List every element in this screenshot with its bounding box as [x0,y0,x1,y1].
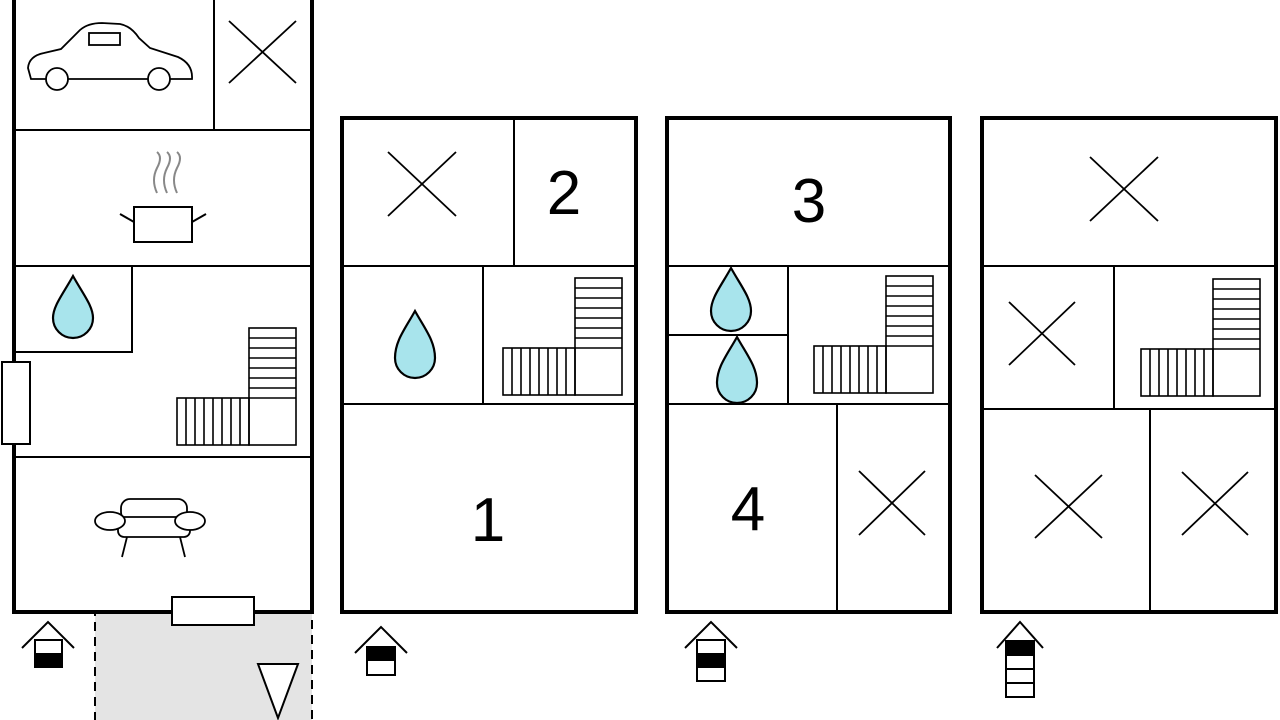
sofa-icon [94,498,206,558]
unusable-room-x-icon [1008,301,1076,366]
outer-wall [980,116,1278,614]
unusable-room-x-icon [1181,471,1249,536]
kitchen-pot-icon [119,151,207,243]
staircase-icon [1140,278,1261,397]
outer-wall [340,116,638,614]
terrace-triangle-icon [256,663,300,720]
bathroom-drop-icon [393,308,437,380]
unusable-room-x-icon [228,20,297,84]
staircase-icon [176,327,297,446]
side-door [1,361,31,445]
floor-level-house-icon [354,625,408,676]
room-number: 4 [731,475,765,544]
floor-plan-second: 3 4 [665,116,952,682]
unusable-room-x-icon [858,470,926,536]
bathroom-drop-icon [715,334,759,405]
staircase-icon [502,277,623,396]
staircase-icon [813,275,934,394]
unusable-room-x-icon [1089,156,1159,222]
room-number: 1 [471,486,505,555]
bathroom-drop-icon [51,273,95,340]
floor-level-house-icon [684,620,738,682]
car-icon [27,22,193,91]
front-window [171,596,255,626]
floor-level-house-icon [21,620,75,668]
bathroom-drop-icon [709,265,753,333]
floor-level-house-icon [996,620,1044,698]
floor-plan-ground [1,0,314,720]
floor-plan-third [980,116,1278,698]
floor-plan-first: 2 1 [340,116,638,676]
unusable-room-x-icon [387,151,457,217]
room-number: 2 [547,159,581,228]
unusable-room-x-icon [1034,474,1103,539]
room-number: 3 [792,167,826,236]
outer-wall [665,116,952,614]
